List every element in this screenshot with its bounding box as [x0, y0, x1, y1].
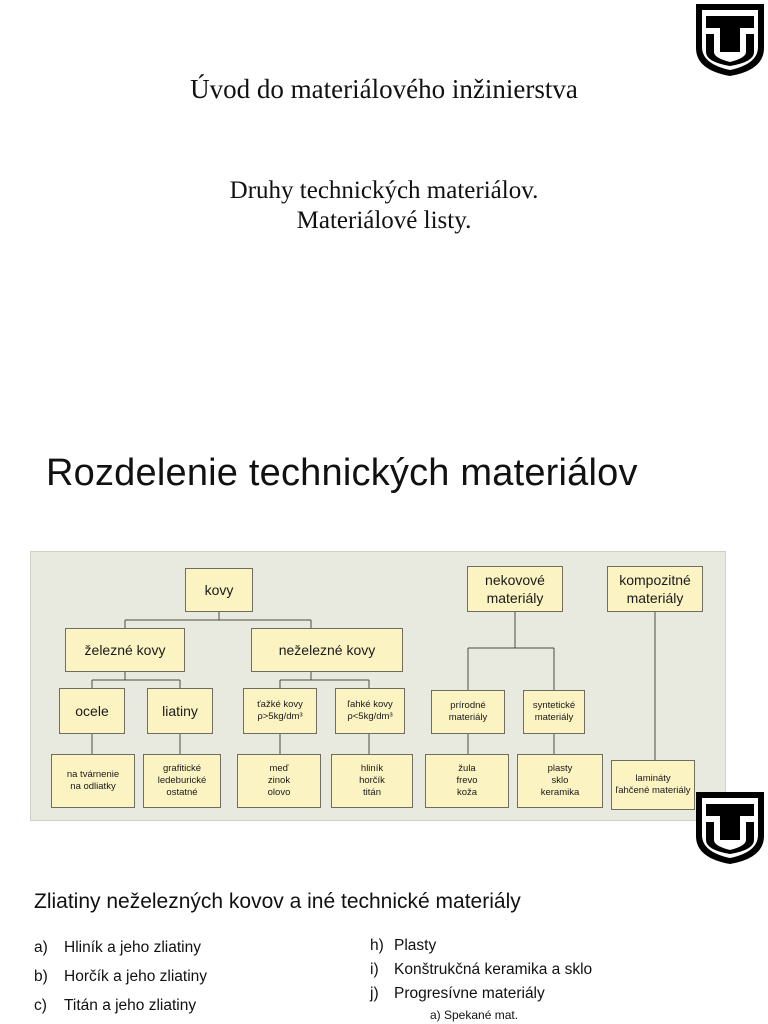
list-item-text: Plasty — [394, 937, 437, 954]
sub-item: a) Spekané mat. — [430, 1008, 519, 1022]
node-synteticke-materialy: syntetické materiály — [523, 690, 585, 734]
node-liatiny: liatiny — [147, 688, 213, 734]
leaf-synteticke: plasty sklo keramika — [517, 754, 603, 808]
node-nezelezne-kovy: neželezné kovy — [251, 628, 403, 672]
node-zelezne-kovy: železné kovy — [65, 628, 185, 672]
diagram-connectors — [91, 612, 656, 760]
node-ocele: ocele — [59, 688, 125, 734]
list-item: h) Plasty — [370, 934, 592, 958]
slide-classification: Rozdelenie technických materiálov — [0, 354, 768, 864]
node-lahke-kovy: ľahké kovy ρ<5kg/dm³ — [335, 688, 405, 734]
slide-nonferrous: Zliatiny neželezných kovov a iné technic… — [0, 864, 768, 1024]
university-logo-icon — [692, 788, 768, 866]
list-marker: b) — [34, 968, 48, 985]
leaf-prirodne: žula frevo koža — [425, 754, 509, 808]
node-kovy: kovy — [185, 568, 253, 612]
list-item-text: Konštrukčná keramika a sklo — [394, 961, 593, 978]
slide-title: Úvod do materiálového inžinierstva Druhy… — [0, 0, 768, 354]
right-list: h) Plasty i) Konštrukčná keramika a sklo… — [370, 934, 592, 1006]
list-marker: i) — [370, 961, 379, 978]
list-item: j) Progresívne materiály — [370, 982, 592, 1006]
list-item: a) Hliník a jeho zliatiny — [34, 936, 207, 960]
leaf-ocele: na tvárnenie na odliatky — [51, 754, 135, 808]
slide-title-heading: Úvod do materiálového inžinierstva — [190, 74, 578, 104]
node-prirodne-materialy: prírodné materiály — [431, 690, 505, 734]
subtitle-line-2: Materiálové listy. — [296, 207, 472, 234]
list-marker: c) — [34, 997, 47, 1014]
list-item: b) Horčík a jeho zliatiny — [34, 965, 207, 989]
list-marker: j) — [370, 985, 379, 1002]
list-marker: h) — [370, 937, 384, 954]
list-item-text: Horčík a jeho zliatiny — [64, 968, 208, 985]
node-kompozitne-materialy: kompozitné materiály — [607, 566, 703, 612]
university-logo-icon — [692, 0, 768, 78]
node-tazke-kovy: ťažké kovy ρ>5kg/dm³ — [243, 688, 317, 734]
list-item: i) Konštrukčná keramika a sklo — [370, 958, 592, 982]
leaf-tazke-kovy: meď zinok olovo — [237, 754, 321, 808]
leaf-kompozitne: lamináty ľahčené materiály — [611, 760, 695, 810]
node-nekovove-materialy: nekovové materiály — [467, 566, 563, 612]
slide-title-subtitle: Druhy technických materiálov. Materiálov… — [0, 176, 768, 236]
nonferrous-title: Zliatiny neželezných kovov a iné technic… — [34, 890, 521, 913]
classification-diagram: kovy nekovové materiály kompozitné mater… — [30, 551, 726, 821]
list-item-text: Titán a jeho zliatiny — [64, 997, 197, 1014]
list-item-text: Hliník a jeho zliatiny — [64, 939, 201, 956]
classification-title: Rozdelenie technických materiálov — [46, 452, 638, 494]
leaf-liatiny: grafitické ledeburické ostatné — [143, 754, 221, 808]
leaf-lahke-kovy: hliník horčík titán — [331, 754, 413, 808]
list-item-text: Progresívne materiály — [394, 985, 545, 1002]
list-item: c) Titán a jeho zliatiny — [34, 994, 207, 1018]
left-list: a) Hliník a jeho zliatiny b) Horčík a je… — [34, 936, 207, 1018]
list-marker: a) — [34, 939, 48, 956]
subtitle-line-1: Druhy technických materiálov. — [229, 177, 539, 204]
